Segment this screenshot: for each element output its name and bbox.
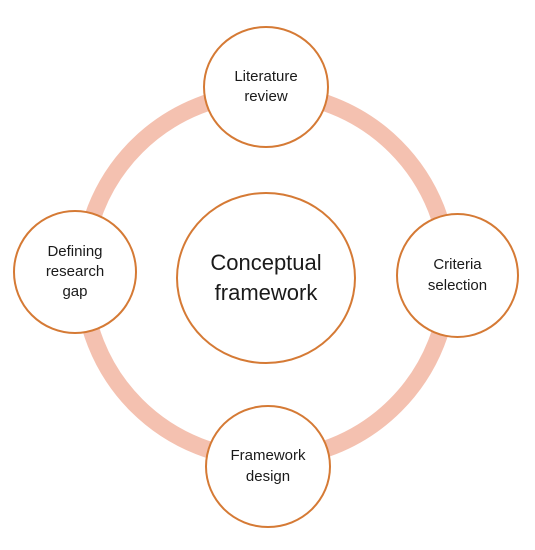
step-label-framework-design: Framework design xyxy=(230,447,306,485)
step-label-defining-research-gap: Defining research gap xyxy=(45,242,105,301)
center-node-label: Conceptual framework xyxy=(210,250,322,305)
step-label-literature-review: Literature review xyxy=(234,67,298,105)
step-label-criteria-selection: Criteria selection xyxy=(427,256,488,294)
step-node-defining-research-gap: Defining research gap xyxy=(13,210,137,334)
step-node-literature-review: Literature review xyxy=(203,26,329,148)
step-node-criteria-selection: Criteria selection xyxy=(396,213,519,338)
center-node: Conceptual framework xyxy=(176,192,356,364)
step-node-framework-design: Framework design xyxy=(205,405,331,528)
